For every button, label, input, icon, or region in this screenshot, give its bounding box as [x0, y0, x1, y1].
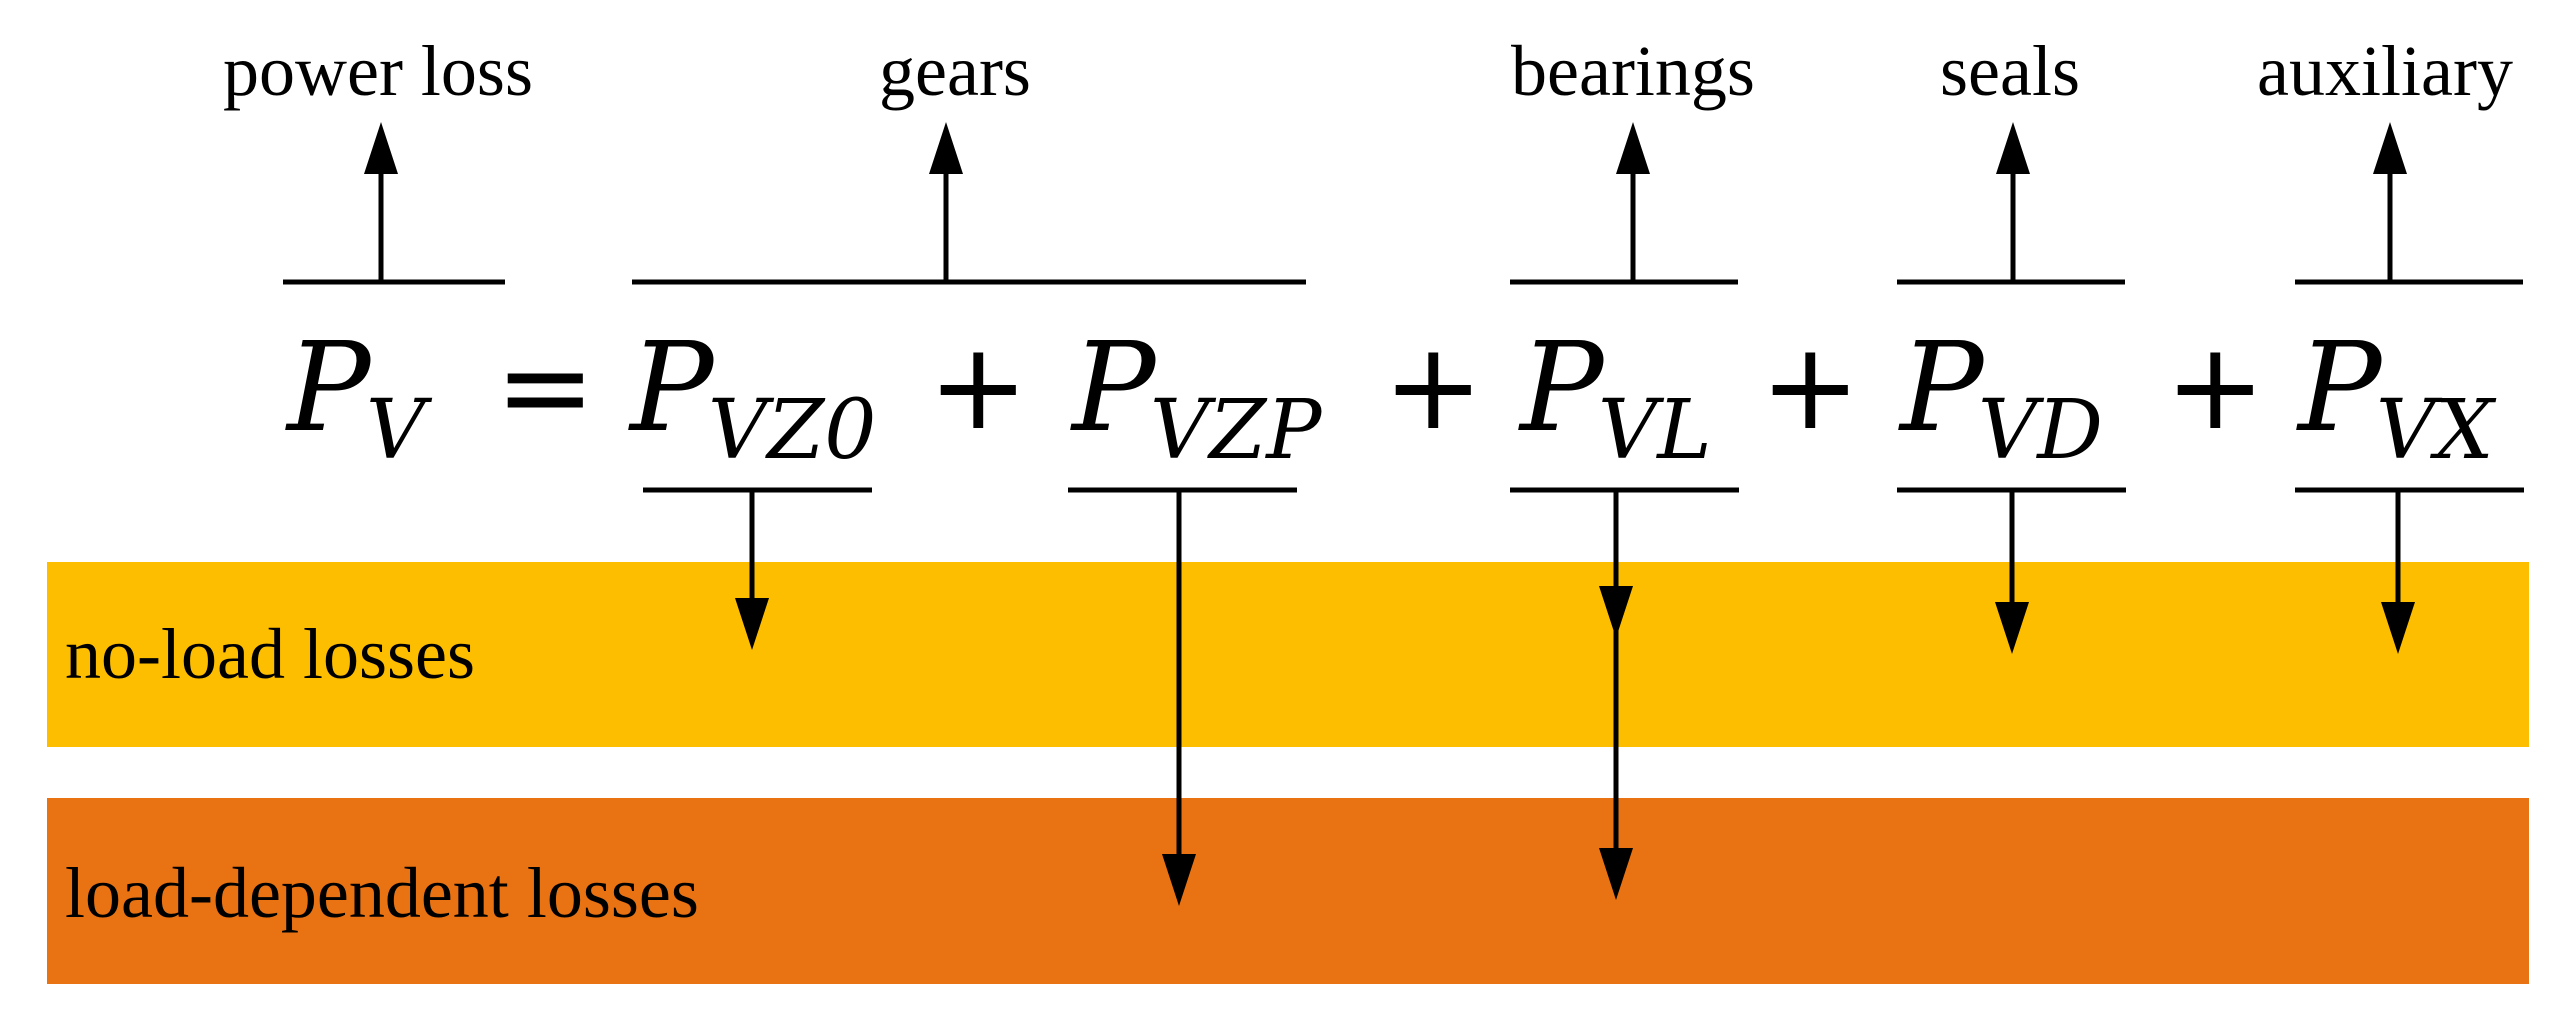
bearing-loss-symbol: P [1518, 316, 1606, 460]
arrow-down-auxiliary [2381, 490, 2415, 654]
total-power-loss-subscript: V [366, 383, 433, 478]
category-gears: gears [879, 31, 1031, 111]
category-bearings: bearings [1511, 31, 1755, 111]
seal-loss-symbol: P [1898, 316, 1986, 460]
seal-loss-subscript: VD [1978, 383, 2103, 478]
plus-sign-4: + [2165, 318, 2266, 457]
plus-sign-1: + [928, 318, 1029, 457]
no-load-losses-band [47, 562, 2529, 747]
category-auxiliary: auxiliary [2257, 31, 2513, 111]
gear-load-subscript: VZP [1150, 383, 1323, 478]
gear-load-symbol: P [1070, 316, 1158, 460]
arrow-up-auxiliary [2373, 122, 2407, 282]
arrow-down-seal [1995, 490, 2029, 654]
no-load-losses-label: no-load losses [65, 614, 475, 694]
category-power-loss: power loss [223, 31, 533, 111]
load-dependent-losses-band [47, 798, 2529, 984]
load-dependent-losses-label: load-dependent losses [65, 853, 699, 933]
arrow-down-bearing-load [1599, 590, 1633, 900]
arrow-up-power-loss [364, 122, 398, 282]
equation: P V = P VZ0 + P VZP + P VL + P VD + P VX [285, 316, 2497, 478]
arrow-up-gears [929, 122, 963, 282]
auxiliary-loss-subscript: VX [2376, 383, 2497, 478]
arrow-down-gear-load [1162, 490, 1196, 906]
category-seals: seals [1940, 31, 2080, 111]
arrow-up-bearings [1616, 122, 1650, 282]
arrow-up-seals [1996, 122, 2030, 282]
plus-sign-3: + [1760, 318, 1861, 457]
bearing-loss-subscript: VL [1598, 383, 1712, 478]
total-power-loss-symbol: P [285, 316, 373, 460]
gear-no-load-symbol: P [628, 316, 716, 460]
arrow-down-gear-no-load [735, 490, 769, 650]
gear-no-load-subscript: VZ0 [708, 383, 876, 478]
equals-sign: = [495, 318, 596, 457]
plus-sign-2: + [1383, 318, 1484, 457]
auxiliary-loss-symbol: P [2296, 316, 2384, 460]
